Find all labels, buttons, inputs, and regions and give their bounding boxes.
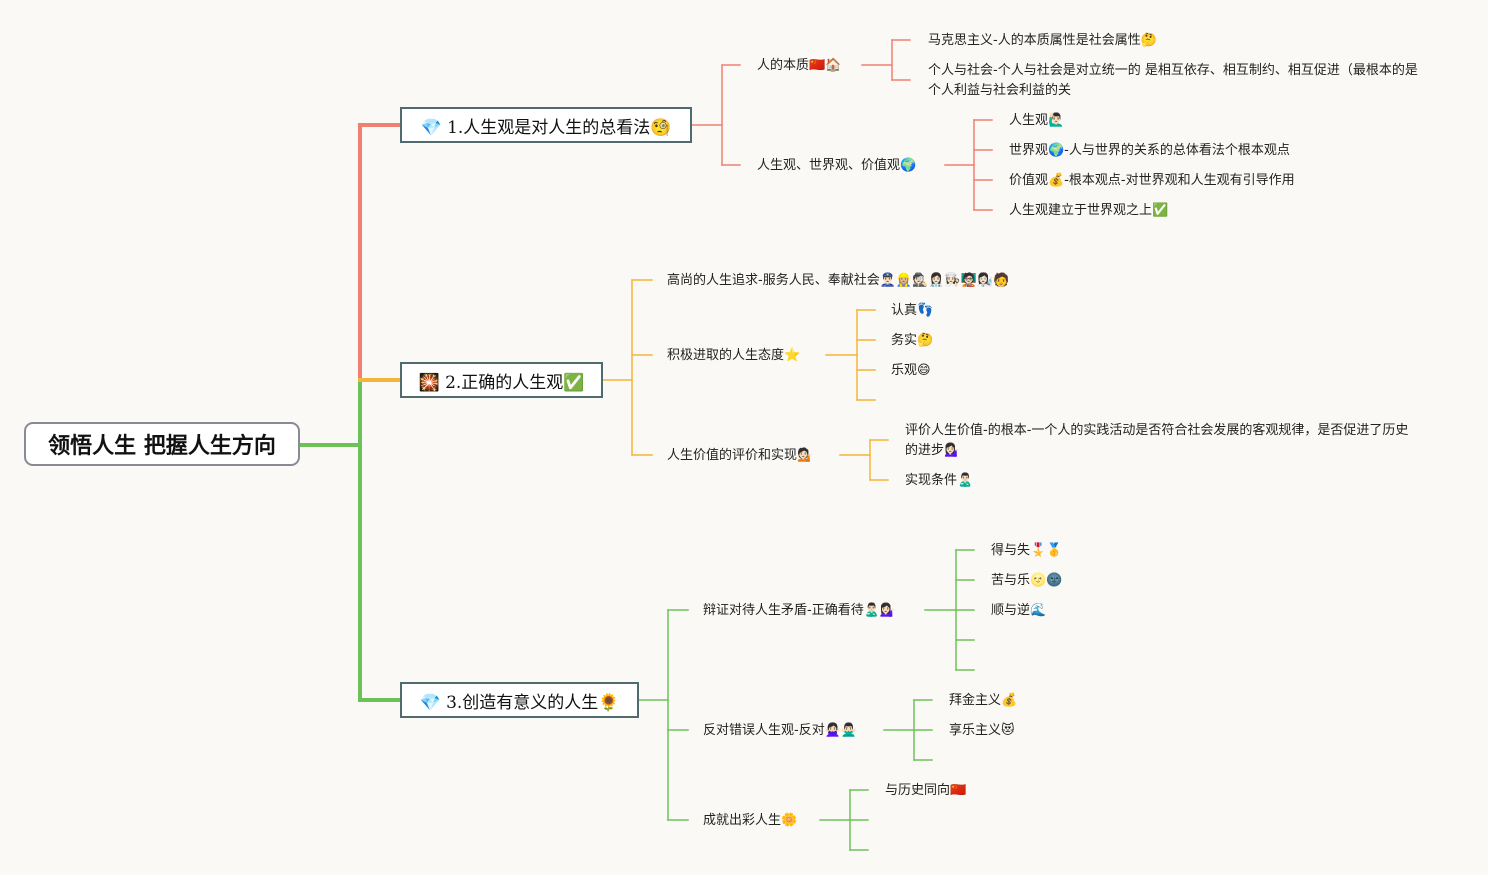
topic-noble-pursuit[interactable]: 高尚的人生追求-服务人民、奉献社会👮🏻‍♂️👷🏼‍♀️🕵🏻👩🏻‍⚕️👩🏻‍🍳🧑🏻… [667, 273, 1010, 288]
topic-dialectic[interactable]: 辩证对待人生矛盾-正确看待🙎🏻‍♂️💁🏻‍♀️ [703, 603, 897, 618]
branch-node-2[interactable]: 🎇 2.正确的人生观✅ [400, 362, 603, 398]
root-node[interactable]: 领悟人生 把握人生方向 [24, 422, 300, 466]
topic-three-views[interactable]: 人生观、世界观、价值观🌍 [757, 158, 917, 173]
topic-life-value[interactable]: 人生价值的评价和实现💁🏻 [667, 448, 814, 463]
leaf-pragmatic[interactable]: 务实🤔 [891, 333, 934, 348]
leaf-conditions[interactable]: 实现条件🙎🏻‍♂️ [905, 473, 974, 488]
leaf-smooth-adverse[interactable]: 顺与逆🌊 [991, 603, 1047, 618]
topic-positive-attitude[interactable]: 积极进取的人生态度⭐ [667, 348, 801, 363]
topic-brilliant-life[interactable]: 成就出彩人生🌼 [703, 813, 798, 828]
topic-human-nature[interactable]: 人的本质🇨🇳🏠 [757, 58, 842, 73]
leaf-marxism[interactable]: 马克思主义-人的本质属性是社会属性🤔 [928, 33, 1157, 48]
leaf-life-on-world[interactable]: 人生观建立于世界观之上✅ [1009, 203, 1169, 218]
leaf-serious[interactable]: 认真👣 [891, 303, 934, 318]
leaf-value-view[interactable]: 价值观💰-根本观点-对世界观和人生观有引导作用 [1009, 173, 1295, 188]
leaf-bitter-joy[interactable]: 苦与乐🌝🌚 [991, 573, 1063, 588]
leaf-value-evaluation[interactable]: 评价人生价值-的根本-一个人的实践活动是否符合社会发展的客观规律，是否促进了历史… [905, 423, 1409, 458]
branch-node-3[interactable]: 💎 3.创造有意义的人生🌻 [400, 682, 639, 718]
leaf-hedonism[interactable]: 享乐主义😻 [949, 723, 1015, 738]
leaf-world-view[interactable]: 世界观🌍-人与世界的关系的总体看法个根本观点 [1009, 143, 1290, 158]
leaf-life-view[interactable]: 人生观🙋🏻‍♂️ [1009, 113, 1065, 128]
leaf-money-worship[interactable]: 拜金主义💰 [949, 693, 1018, 708]
leaf-optimistic[interactable]: 乐观😄 [891, 363, 931, 378]
leaf-individual-society[interactable]: 个人与社会-个人与社会是对立统一的 是相互依存、相互制约、相互促进（最根本的是个… [928, 63, 1418, 98]
branch-node-1[interactable]: 💎 1.人生观是对人生的总看法🧐 [400, 107, 692, 143]
leaf-with-history[interactable]: 与历史同向🇨🇳 [885, 783, 967, 798]
topic-oppose[interactable]: 反对错误人生观-反对🙅🏻‍♀️🙅🏻‍♂️ [703, 723, 858, 738]
leaf-gain-loss[interactable]: 得与失🎖️🥇 [991, 543, 1063, 558]
